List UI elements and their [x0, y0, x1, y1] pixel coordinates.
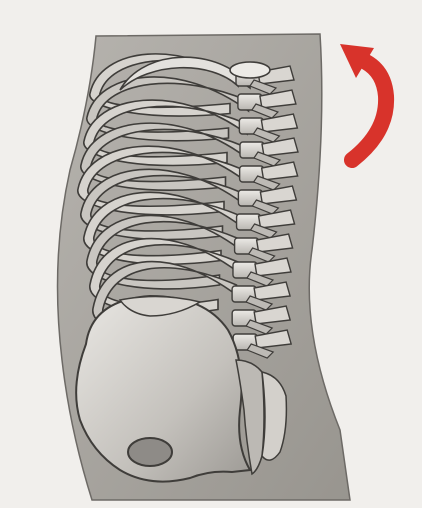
top-vertebra-cap: [230, 62, 270, 78]
obturator-foramen: [128, 438, 172, 466]
